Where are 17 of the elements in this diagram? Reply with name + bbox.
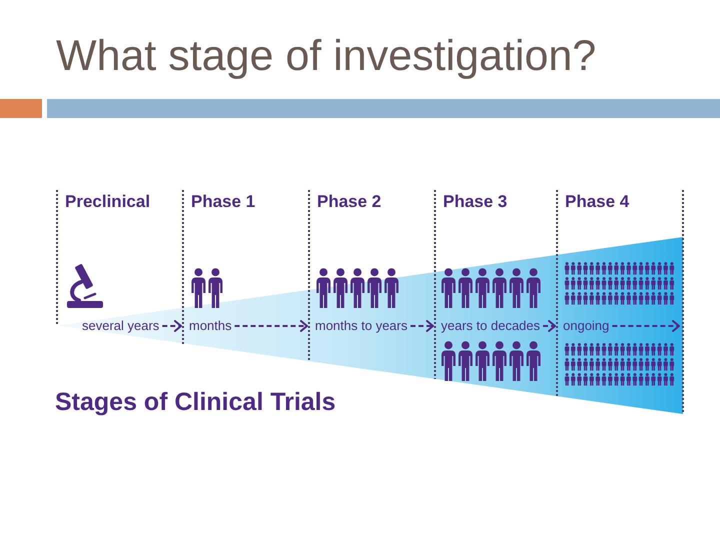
dashed-arrow [410, 320, 434, 332]
duration-label: several years [82, 318, 160, 334]
duration-label: months to years [315, 318, 408, 334]
dashed-arrow [612, 320, 680, 332]
stage-heading: Phase 2 [317, 192, 382, 212]
duration-label: years to decades [441, 318, 540, 334]
stage-heading: Phase 1 [191, 192, 256, 212]
stage-heading: Phase 4 [565, 192, 630, 212]
dashed-arrow [162, 320, 182, 332]
dashed-arrow [234, 320, 308, 332]
stage-heading: Preclinical [65, 192, 150, 212]
stage-heading: Phase 3 [443, 192, 508, 212]
dashed-arrow [543, 320, 556, 332]
duration-label: months [189, 318, 232, 334]
slide-title: What stage of investigation? [56, 31, 596, 81]
duration-label: ongoing [563, 318, 610, 334]
diagram-caption: Stages of Clinical Trials [55, 387, 336, 417]
